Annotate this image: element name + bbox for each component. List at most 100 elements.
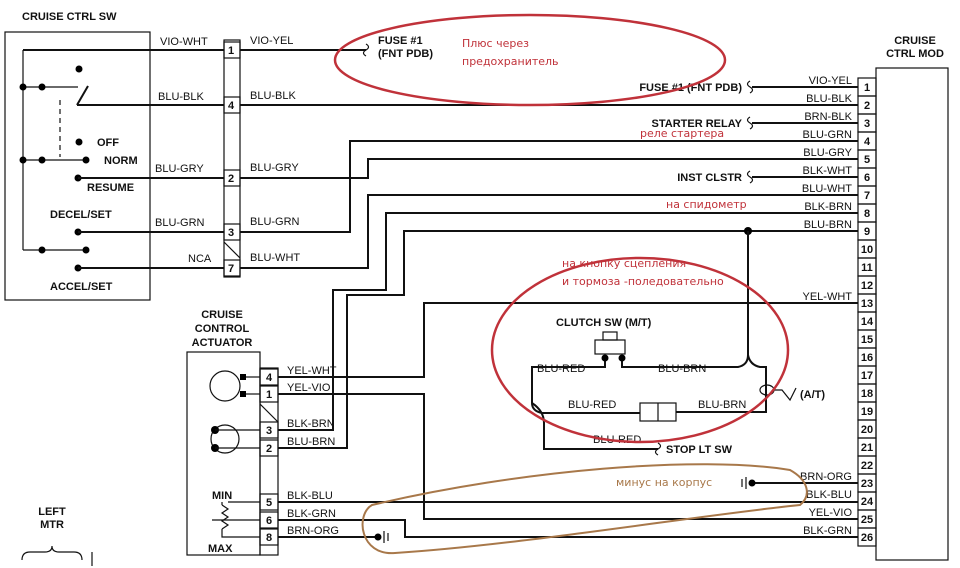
- module-pin-number: 21: [861, 442, 873, 454]
- actuator-pin-number: 8: [266, 532, 272, 544]
- wire-label: BLU-BLK: [158, 91, 205, 103]
- actuator-pin: [259, 385, 279, 403]
- actuator-title: CRUISE: [201, 309, 243, 321]
- module-pin-number: 11: [861, 262, 873, 274]
- actuator-pin: [259, 421, 279, 439]
- actuator-pin-number: 5: [266, 497, 272, 509]
- actuator-pin-number: 6: [266, 515, 272, 527]
- wire-label: BRN-BLK: [804, 111, 852, 123]
- wire-label: BLU-GRN: [155, 217, 205, 229]
- module-pin-number: 26: [861, 532, 873, 544]
- module-pin-number: 10: [861, 244, 873, 256]
- wire-label: BLU-WHT: [250, 252, 300, 264]
- module-pin-number: 17: [861, 370, 873, 382]
- module-pin-number: 4: [864, 136, 871, 148]
- left-mtr-label-2: MTR: [40, 519, 64, 531]
- wires: [240, 43, 858, 538]
- module-connector: 1234567891011121314151617181920212223242…: [857, 77, 877, 547]
- switch-pos-off: OFF: [97, 137, 119, 149]
- module-pin-number: 6: [864, 172, 870, 184]
- switch-pos-accel: ACCEL/SET: [50, 281, 113, 293]
- actuator-internals: [209, 370, 260, 538]
- actuator-pin-number: 3: [266, 425, 272, 437]
- inst-clstr-label: INST CLSTR: [677, 172, 742, 184]
- switch-title: CRUISE CTRL SW: [22, 11, 117, 23]
- wire-label: VIO-WHT: [160, 36, 208, 48]
- wire-label: BLU-BRN: [287, 436, 335, 448]
- annotation-text: на кнопку сцепления: [562, 257, 686, 270]
- module-pin-number: 3: [864, 118, 870, 130]
- wire-label: BLU-GRY: [250, 162, 299, 174]
- annotation-text: Плюс через: [462, 37, 529, 50]
- left-mtr-brace: [21, 545, 93, 566]
- module-pin: [857, 527, 877, 547]
- actuator-max-label: MAX: [208, 543, 233, 555]
- wire-label: BLK-BLU: [806, 489, 852, 501]
- wire-label: BLU-RED: [537, 363, 585, 375]
- wire-label: BLU-RED: [568, 399, 616, 411]
- wire-label: BRN-ORG: [800, 471, 852, 483]
- module-pin-number: 16: [861, 352, 873, 364]
- module-pin-number: 20: [861, 424, 873, 436]
- actuator-pin-number: 2: [266, 443, 272, 455]
- switch-connector: [223, 39, 241, 278]
- module-pin-number: 8: [864, 208, 870, 220]
- stop-lt-sw-label: STOP LT SW: [666, 444, 733, 456]
- module-pin-number: 24: [861, 496, 874, 508]
- wire-label: NCA: [188, 253, 212, 265]
- actuator-connector: 4YEL-WHT1YEL-VIO3BLK-BRN2BLU-BRN5BLK-BLU…: [259, 365, 339, 556]
- actuator-pin: [259, 511, 279, 529]
- module-title-2: CTRL MOD: [886, 48, 944, 60]
- switch-pos-decel: DECEL/SET: [50, 209, 112, 221]
- actuator-pin: [259, 439, 279, 457]
- svg-text:1: 1: [228, 45, 234, 57]
- switch-pos-norm: NORM: [104, 155, 138, 167]
- wire-label: BLU-GRY: [803, 147, 852, 159]
- annotation-loop-ground: [361, 463, 808, 555]
- module-pin-number: 12: [861, 280, 873, 292]
- clutch-switch-title: CLUTCH SW (M/T): [556, 317, 652, 329]
- module-pin-number: 25: [861, 514, 873, 526]
- switch-box: [4, 31, 151, 301]
- module-pin-number: 9: [864, 226, 870, 238]
- wire-label: YEL-WHT: [287, 365, 337, 377]
- left-mtr-label: LEFT: [38, 506, 66, 518]
- ground-icon: [741, 477, 756, 489]
- fuse-label: FUSE #1: [378, 35, 423, 47]
- actuator-pin: [259, 493, 279, 511]
- module-pin-number: 22: [861, 460, 873, 472]
- svg-text:2: 2: [228, 173, 234, 185]
- wire-label: VIO-YEL: [250, 35, 293, 47]
- actuator-pin: [259, 368, 279, 386]
- module-pin-number: 13: [861, 298, 873, 310]
- wire-label: YEL-VIO: [809, 507, 853, 519]
- fuse-label-2: (FNT PDB): [378, 48, 433, 60]
- wire-label: BLU-GRY: [155, 163, 204, 175]
- svg-text:3: 3: [228, 227, 234, 239]
- svg-text:4: 4: [228, 100, 235, 112]
- wire-label: BLK-WHT: [803, 165, 853, 177]
- module-pin-number: 7: [864, 190, 870, 202]
- module-pin-number: 14: [861, 316, 874, 328]
- module-wire-labels: VIO-YELBLU-BLKBRN-BLKBLU-GRNBLU-GRYBLK-W…: [800, 75, 853, 537]
- module-pin-number: 23: [861, 478, 873, 490]
- actuator-title-2: CONTROL: [195, 323, 250, 335]
- wire-label: YEL-WHT: [803, 291, 853, 303]
- wire-label: BLU-BLK: [250, 90, 297, 102]
- wire-label: BRN-ORG: [287, 525, 339, 537]
- wire-label: BLU-BRN: [804, 219, 852, 231]
- switch-connector-pins: 1 4 2 3 7: [223, 41, 241, 277]
- wire-label: YEL-VIO: [287, 382, 331, 394]
- actuator-pin: [259, 528, 279, 546]
- actuator-pin-number: 1: [266, 389, 272, 401]
- annotation-ellipse-clutch: [490, 256, 790, 444]
- wire-label: BLK-GRN: [287, 508, 336, 520]
- module-pin-number: 1: [864, 82, 870, 94]
- clutch-switch-symbol: [594, 331, 677, 422]
- annotation-text: предохранитель: [462, 55, 559, 68]
- annotation-ellipse-fuse: [333, 13, 727, 107]
- annotation-text: минус на корпус: [616, 476, 712, 489]
- actuator-title-3: ACTUATOR: [192, 337, 253, 349]
- wire-label: BLU-GRN: [250, 216, 300, 228]
- fuse-module-label: FUSE #1 (FNT PDB): [639, 82, 742, 94]
